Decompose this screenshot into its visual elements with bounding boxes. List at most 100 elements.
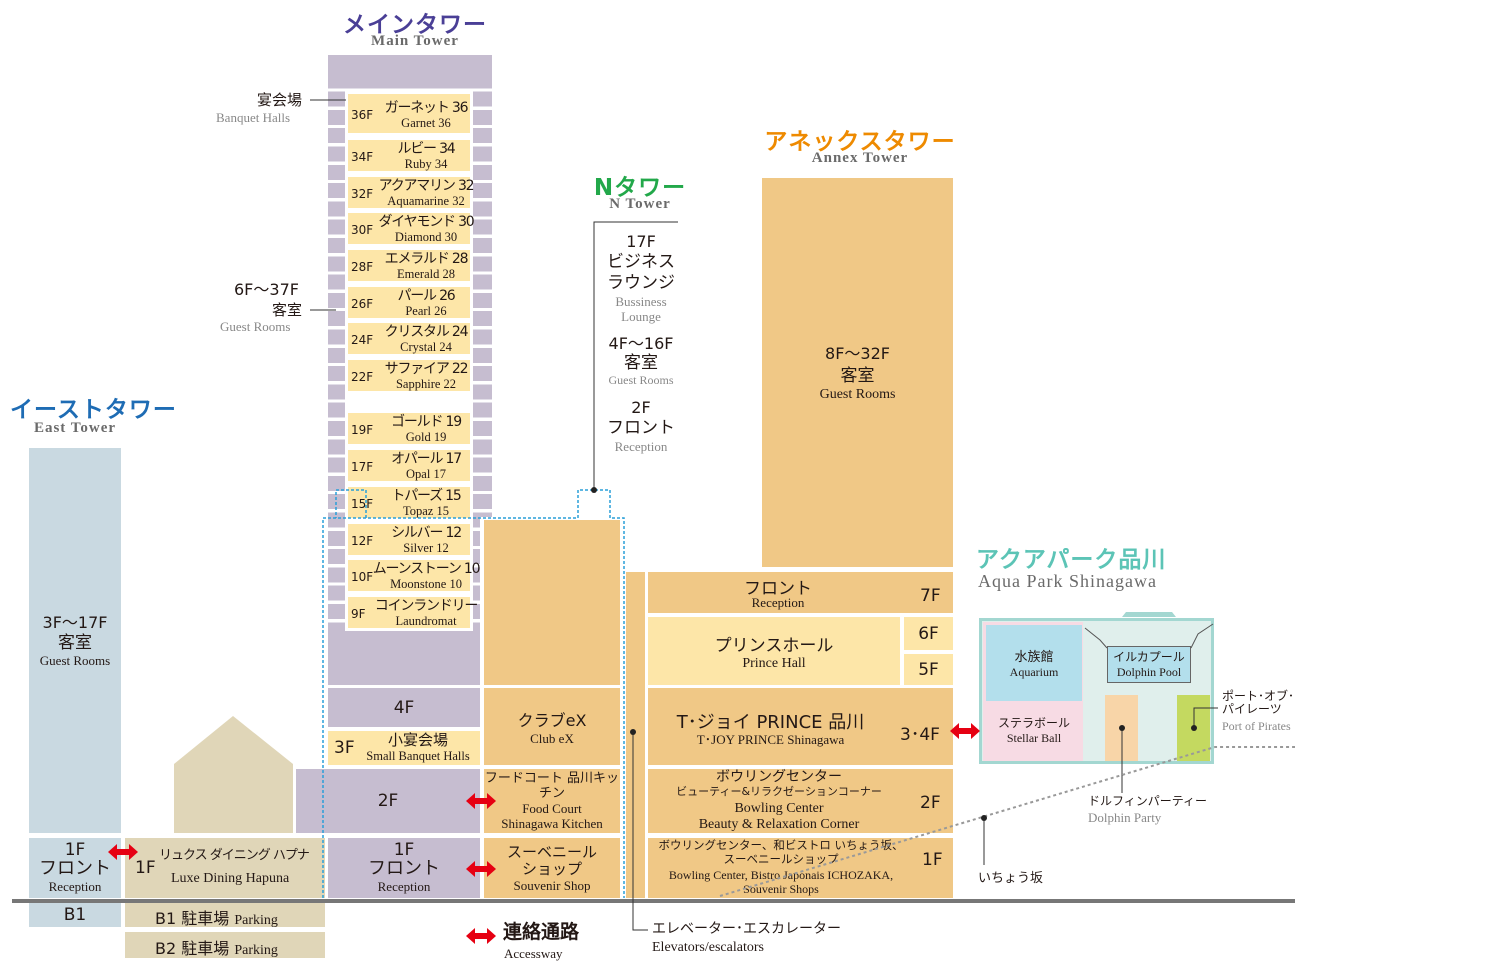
b1-parking[interactable]: B1 駐車場 Parking bbox=[125, 903, 325, 928]
east-guest-rooms[interactable]: 3F〜17F 客室 Guest Rooms bbox=[29, 448, 121, 833]
annex-guest-rooms[interactable]: 8F〜32F 客室 Guest Rooms bbox=[762, 178, 953, 567]
prince-hall[interactable]: プリンスホール Prince Hall bbox=[648, 617, 900, 685]
dolphin-pool-jp: イルカプール bbox=[1113, 649, 1185, 664]
banquet-label-en: Banquet Halls bbox=[216, 110, 291, 125]
annex-1f-jp: ボウリングセンター、和ビストロ いちょう坂、 bbox=[658, 838, 904, 852]
b2-parking-en: Parking bbox=[234, 943, 278, 958]
room-name-en: Silver 12 bbox=[403, 541, 449, 555]
main-1f-reception[interactable]: 1F フロント Reception bbox=[328, 838, 480, 898]
east-1f-reception[interactable]: 1F フロント Reception bbox=[29, 838, 121, 898]
dolphin-party-jp: ドルフィンパーティー bbox=[1088, 794, 1208, 808]
east-reception-en: Reception bbox=[48, 879, 102, 894]
floor-label: 2F bbox=[920, 793, 941, 813]
annex-reception-en: Reception bbox=[751, 595, 805, 610]
n-tower-dot bbox=[591, 487, 597, 493]
dolphin-pool[interactable]: イルカプール Dolphin Pool bbox=[1107, 646, 1191, 683]
room-name-jp: ルビー 34 bbox=[397, 141, 455, 157]
east-tower-title: イーストタワー bbox=[10, 397, 177, 423]
aquarium-jp: 水族館 bbox=[1014, 650, 1054, 665]
souvenir-shop[interactable]: スーベニール ショップ Souvenir Shop bbox=[484, 838, 620, 898]
beauty-jp: ビューティー&リラクゼーションコーナー bbox=[676, 785, 882, 798]
bowling-en: Bowling Center bbox=[734, 801, 824, 816]
aqua-park-subtitle: Aqua Park Shinagawa bbox=[978, 571, 1157, 591]
room-name-en: Sapphire 22 bbox=[395, 377, 457, 391]
reception-jp: フロント bbox=[368, 858, 440, 879]
n-4-16f: 4F〜16F bbox=[608, 334, 674, 353]
main-3f-small-banquet[interactable]: 3F 小宴会場 Small Banquet Halls bbox=[328, 731, 480, 765]
main-tower-roof bbox=[328, 55, 492, 83]
annex-rooms-jp: 客室 bbox=[840, 366, 875, 386]
floor-label: 36F bbox=[351, 108, 374, 122]
pirates-en: Port of Pirates bbox=[1222, 719, 1291, 733]
port-of-pirates-area[interactable] bbox=[1177, 695, 1210, 761]
aquarium[interactable]: 水族館 Aquarium bbox=[986, 625, 1082, 701]
dolphin-party-area[interactable] bbox=[1105, 695, 1138, 761]
business-lounge-en-2: Lounge bbox=[621, 309, 661, 324]
small-banquet-en: Small Banquet Halls bbox=[366, 749, 470, 763]
bowling-center[interactable]: ボウリングセンター ビューティー&リラクゼーションコーナー Bowling Ce… bbox=[648, 769, 953, 833]
b2-parking[interactable]: B2 駐車場 Parking bbox=[125, 932, 325, 958]
business-lounge-jp-2: ラウンジ bbox=[607, 273, 675, 293]
room-name-jp: エメラルド 28 bbox=[384, 251, 469, 267]
food-court[interactable]: フードコート 品川キッチン Food Court Shinagawa Kitch… bbox=[484, 769, 620, 833]
main-tower-subtitle: Main Tower bbox=[371, 33, 459, 49]
floor-label: 30F bbox=[351, 223, 374, 237]
club-ex[interactable]: クラブeX Club eX bbox=[484, 688, 620, 765]
food-court-en: Food Court bbox=[522, 801, 582, 816]
n-2f: 2F bbox=[631, 398, 651, 417]
ichozaka-dot bbox=[981, 815, 987, 821]
annex-tower-subtitle: Annex Tower bbox=[811, 150, 909, 166]
business-lounge-en: Bussiness bbox=[615, 294, 667, 309]
n-tower-subtitle: N Tower bbox=[609, 196, 671, 212]
annex-rooms-en: Guest Rooms bbox=[819, 387, 896, 402]
food-court-jp: フードコート 品川キッチン bbox=[484, 771, 620, 801]
tjoy-en: T･JOY PRINCE Shinagawa bbox=[696, 732, 845, 747]
annex-1f-shops[interactable]: ボウリングセンター、和ビストロ いちょう坂、 スーベニールショップ Bowlin… bbox=[648, 838, 953, 898]
ichozaka-label: いちょう坂 bbox=[978, 871, 1044, 886]
tjoy-cinema[interactable]: T･ジョイ PRINCE 品川 T･JOY PRINCE Shinagawa 3… bbox=[648, 688, 953, 765]
middle-building-upper bbox=[484, 520, 620, 685]
annex-7f-reception[interactable]: フロント Reception 7F bbox=[648, 572, 953, 613]
room-name-jp: ガーネット 36 bbox=[384, 100, 469, 116]
annex-floors: 8F〜32F bbox=[825, 344, 890, 363]
elevator-legend-jp: エレベーター･エスカレーター bbox=[652, 921, 841, 937]
annex-5f: 5F bbox=[904, 654, 953, 685]
east-b1: B1 bbox=[29, 903, 121, 927]
stellar-ball[interactable]: ステラボール Stellar Ball bbox=[986, 710, 1082, 750]
accessway-arrow-icon bbox=[950, 723, 980, 739]
floor-label: 1F bbox=[135, 858, 156, 878]
room-name-en: Pearl 26 bbox=[405, 304, 447, 318]
elevator-legend-en: Elevators/escalators bbox=[652, 940, 764, 955]
luxe-dining-hapuna[interactable]: 1F リュクス ダイニング ハプナ Luxe Dining Hapuna bbox=[125, 838, 325, 898]
accessway-legend-en: Accessway bbox=[504, 946, 563, 961]
annex-1f-jp-2: スーベニールショップ bbox=[723, 852, 839, 866]
main-2f: 2F bbox=[296, 769, 480, 833]
b1-parking-jp: B1 駐車場 bbox=[155, 909, 230, 928]
annex-6f: 6F bbox=[904, 617, 953, 650]
room-name-jp: ムーンストーン 10 bbox=[372, 561, 481, 577]
floor-label: 3･4F bbox=[900, 725, 940, 745]
aquarium-en: Aquarium bbox=[1009, 665, 1059, 679]
floor-label: 26F bbox=[351, 297, 374, 311]
b2-parking-jp: B2 駐車場 bbox=[155, 939, 230, 958]
n-tower-title: Nタワー bbox=[593, 175, 687, 201]
room-name-jp: ゴールド 19 bbox=[391, 414, 462, 430]
club-ex-en: Club eX bbox=[530, 731, 574, 746]
floor-label: 28F bbox=[351, 260, 374, 274]
room-name-en: Moonstone 10 bbox=[390, 577, 462, 591]
